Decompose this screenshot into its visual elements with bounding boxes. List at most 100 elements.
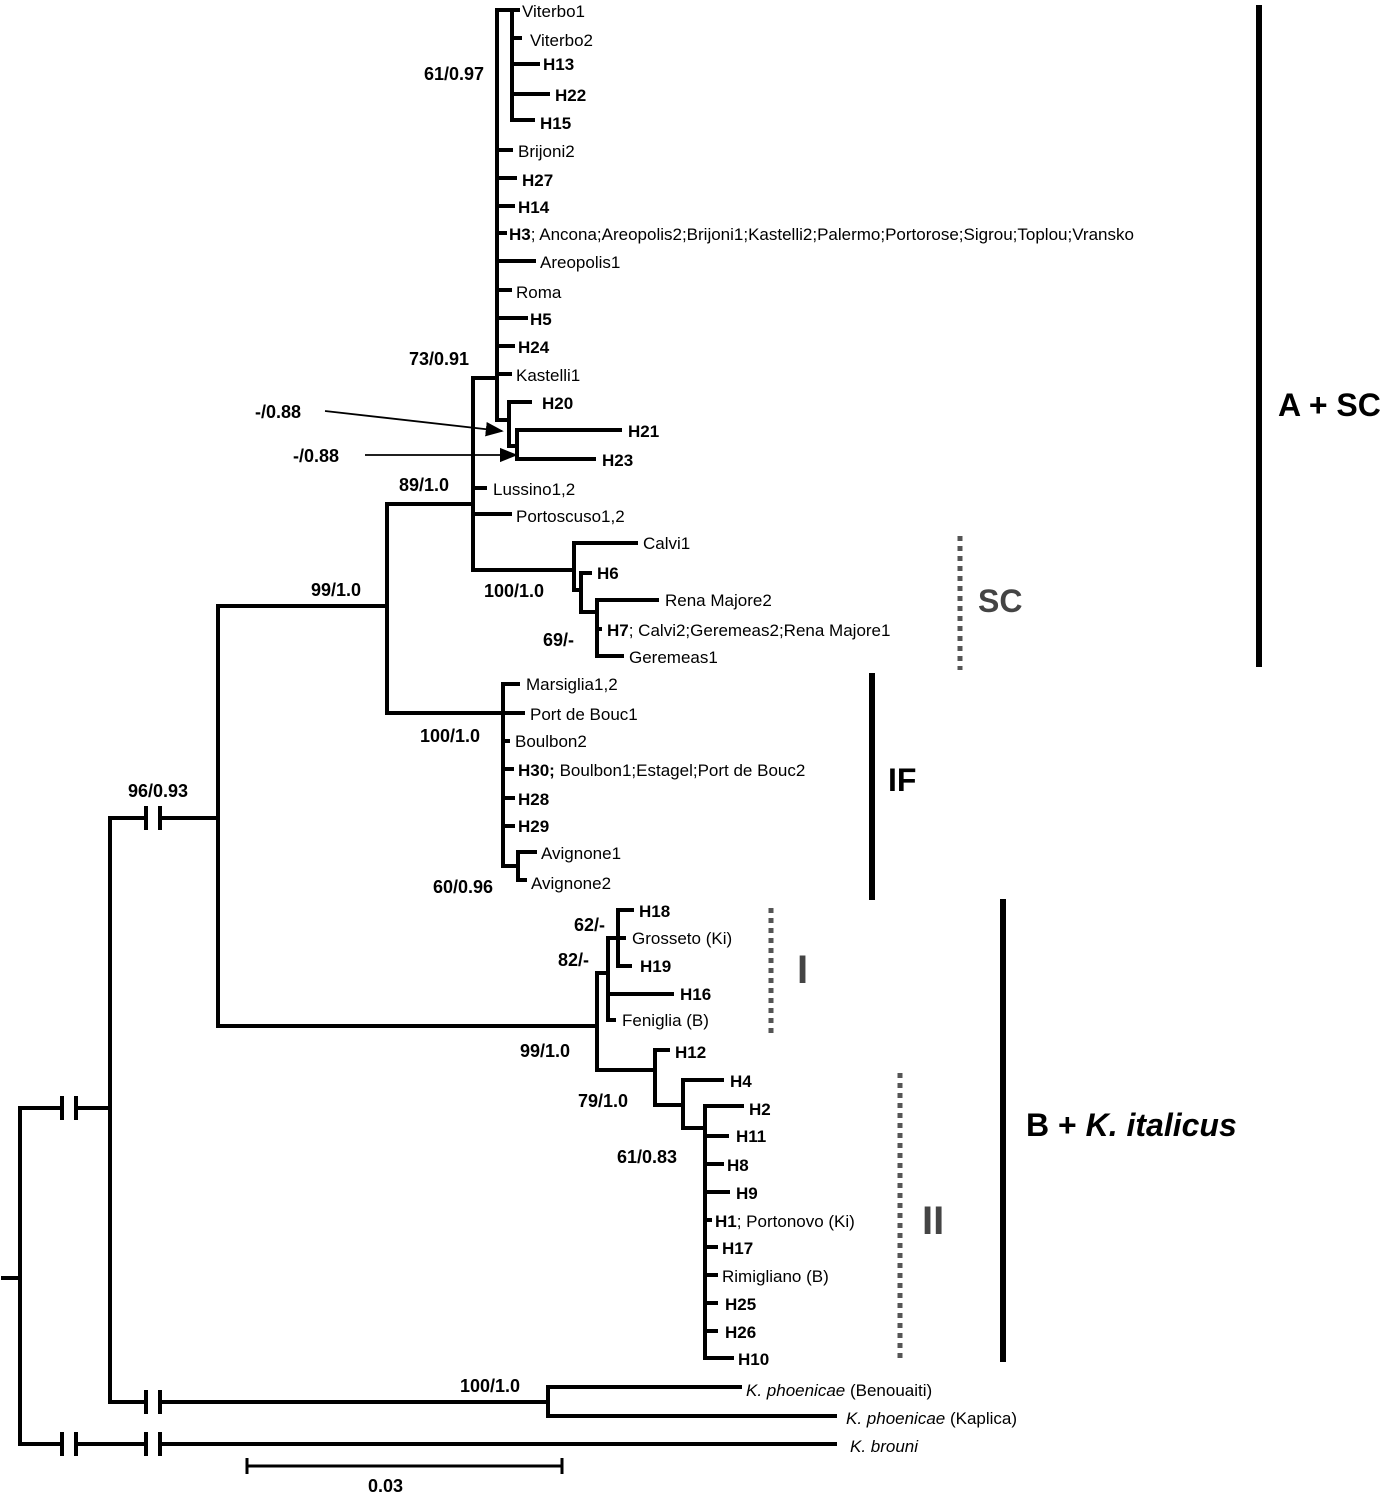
tip-name: Marsiglia1,2 xyxy=(526,675,618,694)
tip-name: K. phoenicae xyxy=(746,1381,845,1400)
support-label: 99/1.0 xyxy=(311,580,361,600)
tip-name: H15 xyxy=(540,114,571,133)
support-label: 60/0.96 xyxy=(433,877,493,897)
tip-name: H22 xyxy=(555,86,586,105)
tip-label: H20 xyxy=(542,394,573,413)
tip-name: Portoscuso1,2 xyxy=(516,507,625,526)
tip-label: H2 xyxy=(749,1100,771,1119)
clade-label-i: I xyxy=(797,948,808,992)
support-label: 61/0.83 xyxy=(617,1147,677,1167)
support-label: 79/1.0 xyxy=(578,1091,628,1111)
tip-name: Kastelli1 xyxy=(516,366,580,385)
tip-name: H20 xyxy=(542,394,573,413)
support-label: 73/0.91 xyxy=(409,349,469,369)
tip-name: H23 xyxy=(602,451,633,470)
support-label: 89/1.0 xyxy=(399,475,449,495)
tip-label: H12 xyxy=(675,1043,706,1062)
tip-name: H19 xyxy=(640,957,671,976)
tip-label: Viterbo2 xyxy=(530,31,593,50)
tip-label: H22 xyxy=(555,86,586,105)
tip-label: Rena Majore2 xyxy=(665,591,772,610)
clade-label-ii: II xyxy=(922,1199,944,1243)
support-label: 100/1.0 xyxy=(420,726,480,746)
tip-name: H2 xyxy=(749,1100,771,1119)
tip-detail: (Benouaiti) xyxy=(845,1381,932,1400)
tip-label: H7; Calvi2;Geremeas2;Rena Majore1 xyxy=(607,621,890,640)
tip-name: H5 xyxy=(530,310,552,329)
tip-name: H12 xyxy=(675,1043,706,1062)
tip-name: Port de Bouc1 xyxy=(530,705,638,724)
support-label: 100/1.0 xyxy=(484,581,544,601)
clade-annotations: A + SC SC IF I II B + K. italicus xyxy=(768,5,1381,1362)
support-values: 61/0.97 73/0.91 -/0.88 -/0.88 89/1.0 99/… xyxy=(128,64,677,1396)
tip-label: H5 xyxy=(530,310,552,329)
tip-name: Avignone1 xyxy=(541,844,621,863)
tip-name: Grosseto (Ki) xyxy=(632,929,732,948)
tip-detail: ; Calvi2;Geremeas2;Rena Majore1 xyxy=(629,621,891,640)
tip-name: H13 xyxy=(543,55,574,74)
tip-detail: ; Ancona;Areopolis2;Brijoni1;Kastelli2;P… xyxy=(531,225,1134,244)
support-label: 69/- xyxy=(543,630,574,650)
tip-name: Brijoni2 xyxy=(518,142,575,161)
tip-name: H26 xyxy=(725,1323,756,1342)
tip-label: H16 xyxy=(680,985,711,1004)
tip-name: Boulbon2 xyxy=(515,732,587,751)
tip-name: H9 xyxy=(736,1184,758,1203)
tip-label: K. phoenicae (Kaplica) xyxy=(846,1409,1017,1428)
support-label: 99/1.0 xyxy=(520,1041,570,1061)
tip-name: Lussino1,2 xyxy=(493,480,575,499)
tip-label: K. brouni xyxy=(850,1437,919,1456)
tip-label: Feniglia (B) xyxy=(622,1011,709,1030)
clade-label-a-sc: A + SC xyxy=(1278,387,1381,423)
tip-detail: ; Portonovo (Ki) xyxy=(737,1212,855,1231)
tip-label: H19 xyxy=(640,957,671,976)
tip-label: Marsiglia1,2 xyxy=(526,675,618,694)
tip-label: Areopolis1 xyxy=(540,253,620,272)
tip-name: H16 xyxy=(680,985,711,1004)
tip-name: H4 xyxy=(730,1072,752,1091)
tip-label: H13 xyxy=(543,55,574,74)
tip-label: H25 xyxy=(725,1295,756,1314)
tip-name: H3 xyxy=(509,225,531,244)
tip-label: Avignone1 xyxy=(541,844,621,863)
tip-label: H28 xyxy=(518,790,549,809)
tip-label: Rimigliano (B) xyxy=(722,1267,829,1286)
tip-label: Brijoni2 xyxy=(518,142,575,161)
tip-label: Boulbon2 xyxy=(515,732,587,751)
tip-label: H1; Portonovo (Ki) xyxy=(715,1212,855,1231)
tip-label: H26 xyxy=(725,1323,756,1342)
support-label: 100/1.0 xyxy=(460,1376,520,1396)
support-label: 61/0.97 xyxy=(424,64,484,84)
clade-label-sc: SC xyxy=(978,583,1022,619)
tip-name: H17 xyxy=(722,1239,753,1258)
tip-name: Calvi1 xyxy=(643,534,690,553)
tip-name: H7 xyxy=(607,621,629,640)
tip-name: Areopolis1 xyxy=(540,253,620,272)
tip-name: Rimigliano (B) xyxy=(722,1267,829,1286)
tip-label: Roma xyxy=(516,283,562,302)
tip-label: H18 xyxy=(639,902,670,921)
clade-label-if: IF xyxy=(888,762,916,798)
support-label: 96/0.93 xyxy=(128,781,188,801)
tip-detail: (Kaplica) xyxy=(945,1409,1017,1428)
tip-name: H28 xyxy=(518,790,549,809)
tip-name: H25 xyxy=(725,1295,756,1314)
support-label: -/0.88 xyxy=(293,446,339,466)
branch-break-marks xyxy=(60,806,162,1456)
tip-label: Grosseto (Ki) xyxy=(632,929,732,948)
tip-label: H14 xyxy=(518,198,550,217)
tip-name: Feniglia (B) xyxy=(622,1011,709,1030)
tip-name: H21 xyxy=(628,422,659,441)
tip-label: H11 xyxy=(736,1127,766,1146)
tip-label: H3; Ancona;Areopolis2;Brijoni1;Kastelli2… xyxy=(509,225,1134,244)
clade-label-b: B + K. italicus xyxy=(1026,1107,1237,1143)
tip-label: Viterbo1 xyxy=(522,2,585,21)
tip-label: Port de Bouc1 xyxy=(530,705,638,724)
tip-name: H14 xyxy=(518,198,550,217)
scale-bar-label: 0.03 xyxy=(368,1476,403,1496)
tip-name: H24 xyxy=(518,338,550,357)
tip-label: Avignone2 xyxy=(531,874,611,893)
support-label: -/0.88 xyxy=(255,402,301,422)
tip-name: H30; xyxy=(518,761,555,780)
